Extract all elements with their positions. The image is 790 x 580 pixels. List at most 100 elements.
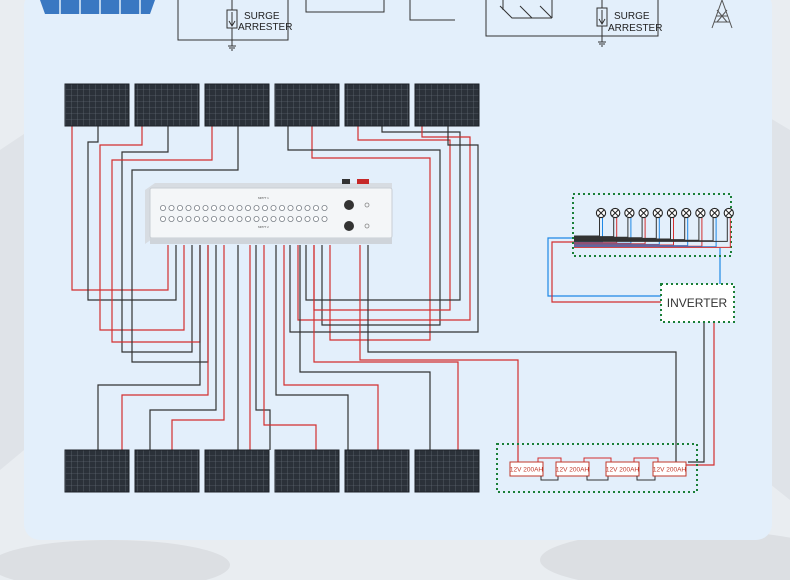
wire-positive (263, 245, 317, 450)
combiner-ports (159, 204, 328, 222)
mc4-port (295, 204, 302, 211)
inverter-label: INVERTER (667, 296, 728, 310)
top-solar-panel-5 (344, 83, 410, 127)
bottom-solar-panel-1 (64, 449, 130, 493)
wire-inverter-negative (688, 322, 705, 463)
wires (71, 126, 721, 466)
mc4-port (202, 215, 209, 222)
wire-positive (311, 126, 431, 341)
mc4-port (312, 204, 319, 211)
wire-battery-negative (367, 245, 677, 462)
top-solar-panel-4 (274, 83, 340, 127)
bulb-icon (574, 207, 649, 245)
wire-negative (87, 126, 177, 301)
mc4-port (185, 215, 192, 222)
wire-negative (287, 126, 441, 326)
mc4-port (321, 215, 328, 222)
battery-1: 12V 200AH (509, 457, 562, 481)
mc4-port (304, 204, 311, 211)
mc4-port (261, 204, 268, 211)
mc4-port (210, 204, 217, 211)
wire-ac-live (551, 241, 661, 303)
mc4-port (244, 215, 251, 222)
surge-arrester-left: SURGE ARRESTER (177, 0, 292, 51)
top-solar-panel-3 (204, 83, 270, 127)
mc4-port (270, 215, 277, 222)
battery-label: 12V 200AH (556, 467, 590, 474)
battery-label: 12V 200AH (653, 467, 687, 474)
wire-negative (97, 245, 201, 450)
wire-negative (149, 245, 217, 450)
mc4-port (278, 204, 285, 211)
mc4-port (219, 215, 226, 222)
inverter-box: INVERTER (660, 283, 735, 323)
bulb-icon (574, 207, 635, 244)
bulb-icon (574, 207, 720, 248)
loads-enclosure (572, 193, 734, 257)
top-solar-panel-partial (40, 0, 155, 14)
wire-positive (99, 126, 185, 331)
bulb-icon (574, 207, 706, 247)
mc4-port (312, 215, 319, 222)
battery-4: 12V 200AH (652, 461, 687, 477)
mc4-port (253, 204, 260, 211)
surge-arrester-right: SURGE ARRESTER (409, 0, 662, 47)
bulb-icon (574, 207, 734, 248)
bottom-solar-panel-5 (344, 449, 410, 493)
battery-link (633, 457, 659, 462)
bulb-icon (574, 207, 621, 244)
battery-label: 12V 200AH (510, 467, 544, 474)
battery-link (636, 476, 656, 481)
bulb-icon (574, 207, 663, 245)
bottom-solar-panel-2 (134, 449, 200, 493)
mppt-bottom-label: MPPT 2 (258, 225, 269, 229)
wire-negative (121, 126, 193, 353)
mc4-port (270, 204, 277, 211)
wire-negative (305, 126, 461, 301)
mc4-port (185, 204, 192, 211)
load-bulbs (574, 207, 734, 248)
bulb-icon (574, 207, 607, 243)
wire-negative (255, 245, 271, 450)
mc4-port (159, 215, 166, 222)
mc4-port (304, 215, 311, 222)
mc4-port (168, 204, 175, 211)
battery-link (583, 457, 612, 462)
battery-link (540, 476, 559, 481)
battery-link (537, 457, 562, 462)
dc-switch-bottom (344, 221, 354, 231)
top-solar-panel-1 (64, 83, 130, 127)
battery-3: 12V 200AH (605, 457, 659, 481)
mc4-port (202, 204, 209, 211)
mc4-port (278, 215, 285, 222)
wire-positive (283, 245, 379, 450)
combiner-box: MPPT 1 MPPT 2 (145, 179, 393, 244)
wire-positive (313, 245, 459, 450)
surge-label-line2: ARRESTER (608, 23, 662, 34)
mc4-port (219, 204, 226, 211)
wire-positive (297, 126, 471, 321)
mc4-port (236, 204, 243, 211)
wire-negative (275, 245, 349, 450)
mc4-port (321, 204, 328, 211)
top-solar-panel-6 (414, 83, 480, 127)
wire-positive (171, 245, 225, 450)
wire-battery-positive (359, 245, 519, 462)
transmission-tower-icon (711, 0, 733, 29)
top-solar-panel-2 (134, 83, 200, 127)
solar-panels (64, 83, 480, 493)
bulb-icon (574, 207, 692, 247)
wire-positive (71, 126, 169, 291)
mppt-top-label: MPPT 1 (258, 196, 269, 200)
mc4-port (287, 204, 294, 211)
wire-negative (299, 245, 431, 450)
dc-switch-top (344, 200, 354, 210)
mc4-port (227, 215, 234, 222)
mc4-port (253, 215, 260, 222)
wire-positive (121, 245, 209, 450)
mc4-port (287, 215, 294, 222)
mc4-port (227, 204, 234, 211)
